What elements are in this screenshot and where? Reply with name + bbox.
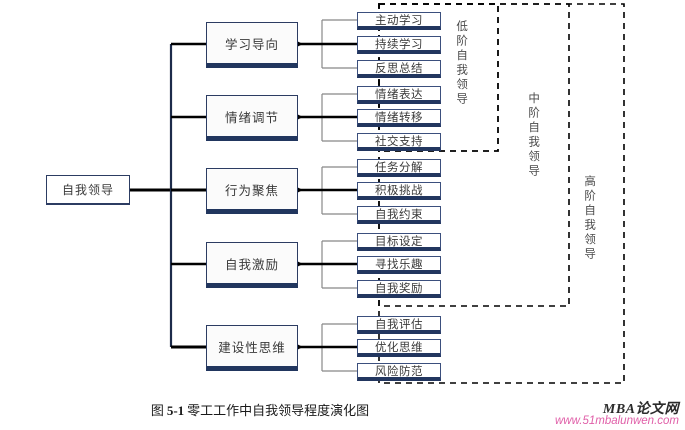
sub-box-1-3-label: 反思总结	[375, 62, 423, 75]
main-box-5-label: 建设性思维	[218, 340, 286, 355]
sub-box-1-1-label: 主动学习	[375, 14, 423, 27]
caption-text: 零工工作中自我领导程度演化图	[187, 403, 370, 418]
main-box-1-label: 学习导向	[224, 37, 279, 52]
sub-box-4-3-label: 自我奖励	[375, 282, 423, 295]
sub-box-4-3[interactable]: 自我奖励	[357, 280, 441, 298]
sub-box-1-3[interactable]: 反思总结	[357, 60, 441, 78]
watermark-url: www.51mbalunwen.com	[554, 415, 679, 427]
sub-connectors-group-4	[297, 240, 357, 289]
watermark-title: MBA论文网	[602, 402, 679, 417]
sub-connectors-group-1	[297, 19, 357, 69]
sub-box-4-2[interactable]: 寻找乐趣	[357, 256, 441, 274]
sub-box-5-3[interactable]: 风险防范	[357, 363, 441, 381]
sub-connectors-group-3	[297, 166, 357, 215]
sub-box-5-2-label: 优化思维	[375, 341, 423, 354]
sub-box-4-2-label: 寻找乐趣	[375, 258, 423, 271]
tier-frame-mid	[378, 3, 570, 307]
branch-connectors	[171, 42, 207, 349]
main-box-4[interactable]: 自我激励	[206, 242, 298, 288]
sub-box-3-3-label: 自我约束	[375, 208, 423, 221]
main-box-2-label: 情绪调节	[224, 110, 279, 125]
main-box-1[interactable]: 学习导向	[206, 22, 298, 68]
sub-box-3-1[interactable]: 任务分解	[357, 159, 441, 177]
tier-label-low: 低阶自我领导	[455, 20, 468, 107]
tier-label-mid: 中阶自我领导	[527, 92, 540, 179]
sub-box-2-2-label: 情绪转移	[375, 111, 423, 124]
sub-box-3-3[interactable]: 自我约束	[357, 206, 441, 224]
main-box-5[interactable]: 建设性思维	[206, 325, 298, 371]
sub-box-5-3-label: 风险防范	[375, 365, 423, 378]
root-box[interactable]: 自我领导	[46, 175, 130, 205]
main-box-3[interactable]: 行为聚焦	[206, 168, 298, 214]
caption-number: 5-1	[166, 403, 185, 418]
sub-box-2-2[interactable]: 情绪转移	[357, 109, 441, 127]
sub-box-1-1[interactable]: 主动学习	[357, 12, 441, 30]
sub-connectors-group-5	[297, 323, 357, 372]
main-box-2[interactable]: 情绪调节	[206, 95, 298, 141]
sub-box-1-2[interactable]: 持续学习	[357, 36, 441, 54]
main-box-3-label: 行为聚焦	[224, 183, 279, 198]
sub-box-5-1-label: 自我评估	[375, 318, 423, 331]
sub-box-4-1-label: 目标设定	[375, 235, 423, 248]
sub-connectors-group-2	[297, 93, 357, 142]
sub-box-1-2-label: 持续学习	[375, 38, 423, 51]
main-box-4-label: 自我激励	[224, 257, 279, 272]
sub-box-2-3-label: 社交支持	[375, 135, 423, 148]
sub-box-3-1-label: 任务分解	[375, 161, 423, 174]
sub-box-4-1[interactable]: 目标设定	[357, 233, 441, 251]
caption-prefix: 图	[150, 403, 164, 418]
sub-box-5-2[interactable]: 优化思维	[357, 339, 441, 357]
sub-box-5-1[interactable]: 自我评估	[357, 316, 441, 334]
sub-box-2-1-label: 情绪表达	[375, 88, 423, 101]
sub-box-3-2[interactable]: 积极挑战	[357, 182, 441, 200]
tier-label-high: 高阶自我领导	[583, 175, 596, 262]
sub-box-2-3[interactable]: 社交支持	[357, 133, 441, 151]
sub-box-2-1[interactable]: 情绪表达	[357, 86, 441, 104]
sub-box-3-2-label: 积极挑战	[375, 184, 423, 197]
trunk-connector	[130, 44, 173, 347]
root-label: 自我领导	[61, 183, 114, 197]
